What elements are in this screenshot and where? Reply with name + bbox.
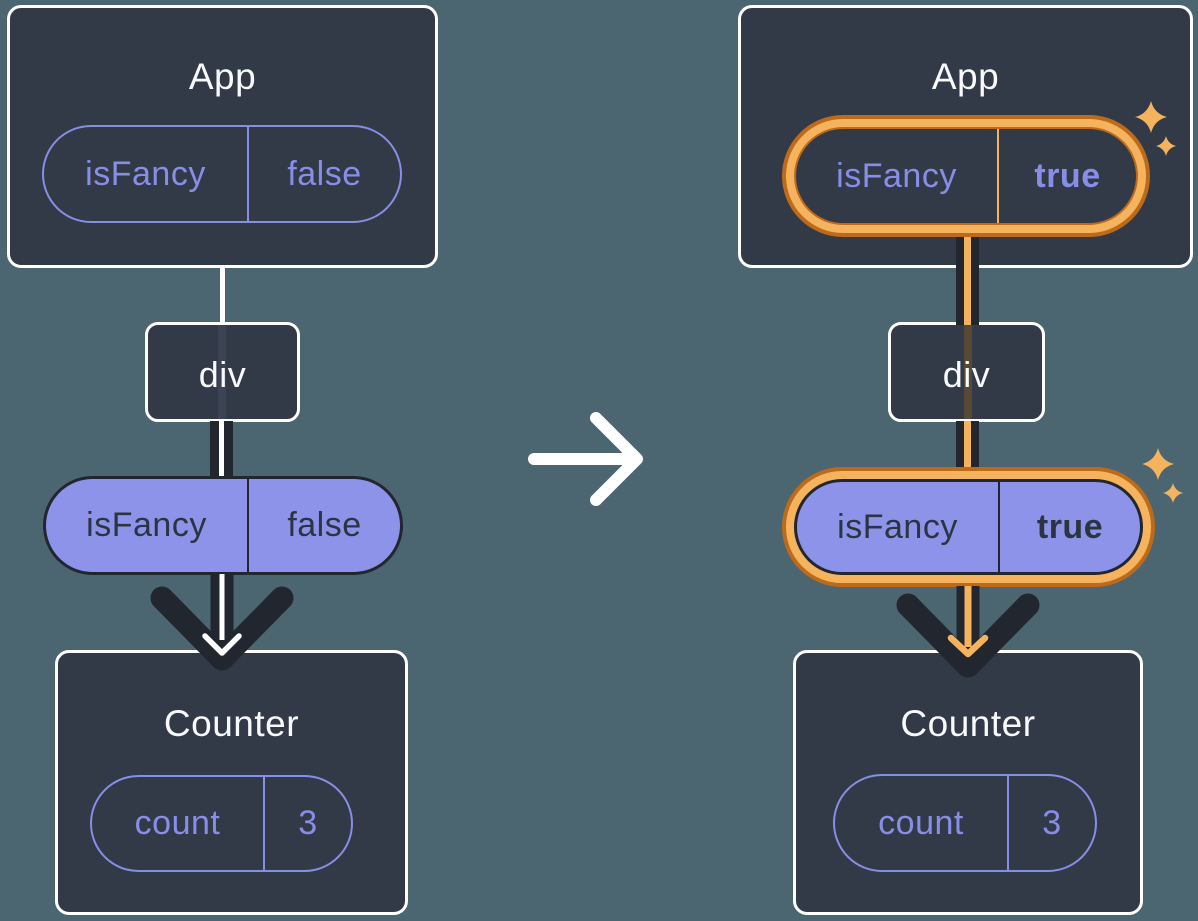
node-label: div (198, 354, 247, 395)
prop-pill: isFancy true (794, 479, 1143, 575)
div-node-card: div (888, 322, 1045, 422)
pill-divider (247, 479, 249, 572)
state-value: false (287, 154, 362, 193)
div-to-prop-connector (956, 421, 979, 479)
connector-through-card (964, 325, 972, 419)
app-state-pill: isFancy false (42, 125, 402, 223)
app-to-div-connector (220, 266, 225, 325)
pill-divider (247, 127, 249, 221)
component-title: Counter (900, 703, 1036, 744)
sparkles-icon (1142, 448, 1183, 503)
div-to-prop-connector (210, 421, 233, 479)
state-name: isFancy (836, 156, 957, 195)
component-title: Counter (163, 703, 300, 744)
pill-divider (998, 482, 1000, 572)
component-title: App (931, 56, 1000, 97)
pill-divider (1007, 776, 1009, 870)
prop-value: true (1036, 507, 1104, 546)
counter-state-pill: count 3 (90, 775, 353, 872)
state-name: count (878, 803, 964, 842)
prop-pill-highlighted: isFancy true (782, 467, 1155, 587)
state-value: true (1034, 156, 1101, 195)
transition-right-arrow-icon (528, 412, 643, 506)
state-name: count (134, 804, 221, 842)
connector-core-line (964, 234, 971, 325)
sparkles-icon (1135, 101, 1176, 156)
app-to-div-connector (956, 234, 979, 325)
connector-core-line (219, 421, 224, 479)
prop-value: false (287, 506, 362, 544)
prop-name: isFancy (837, 507, 958, 546)
counter-state-pill: count 3 (833, 774, 1097, 872)
node-label: div (942, 354, 991, 395)
connector-core-line (964, 421, 971, 479)
state-value: 3 (1042, 803, 1062, 842)
component-title: App (188, 56, 257, 97)
state-value: 3 (298, 804, 318, 842)
app-state-pill-highlighted: isFancy true (782, 115, 1150, 237)
state-name: isFancy (85, 154, 206, 193)
pill-divider (997, 129, 999, 223)
div-node-card: div (145, 322, 300, 422)
connector-through-card (218, 325, 226, 419)
prop-flow-down-arrow-icon (896, 586, 1040, 678)
prop-name: isFancy (86, 506, 207, 544)
prop-pill: isFancy false (43, 476, 403, 575)
state-pill: isFancy true (794, 127, 1138, 225)
prop-flow-down-arrow-icon (150, 574, 294, 671)
pill-divider (263, 777, 265, 870)
